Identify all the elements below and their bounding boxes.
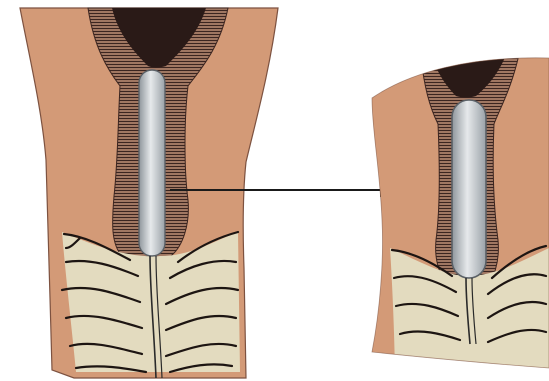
tube	[139, 70, 165, 256]
main-cross-section	[20, 8, 278, 378]
magnified-inset	[360, 50, 549, 380]
inset-tube	[452, 100, 486, 278]
